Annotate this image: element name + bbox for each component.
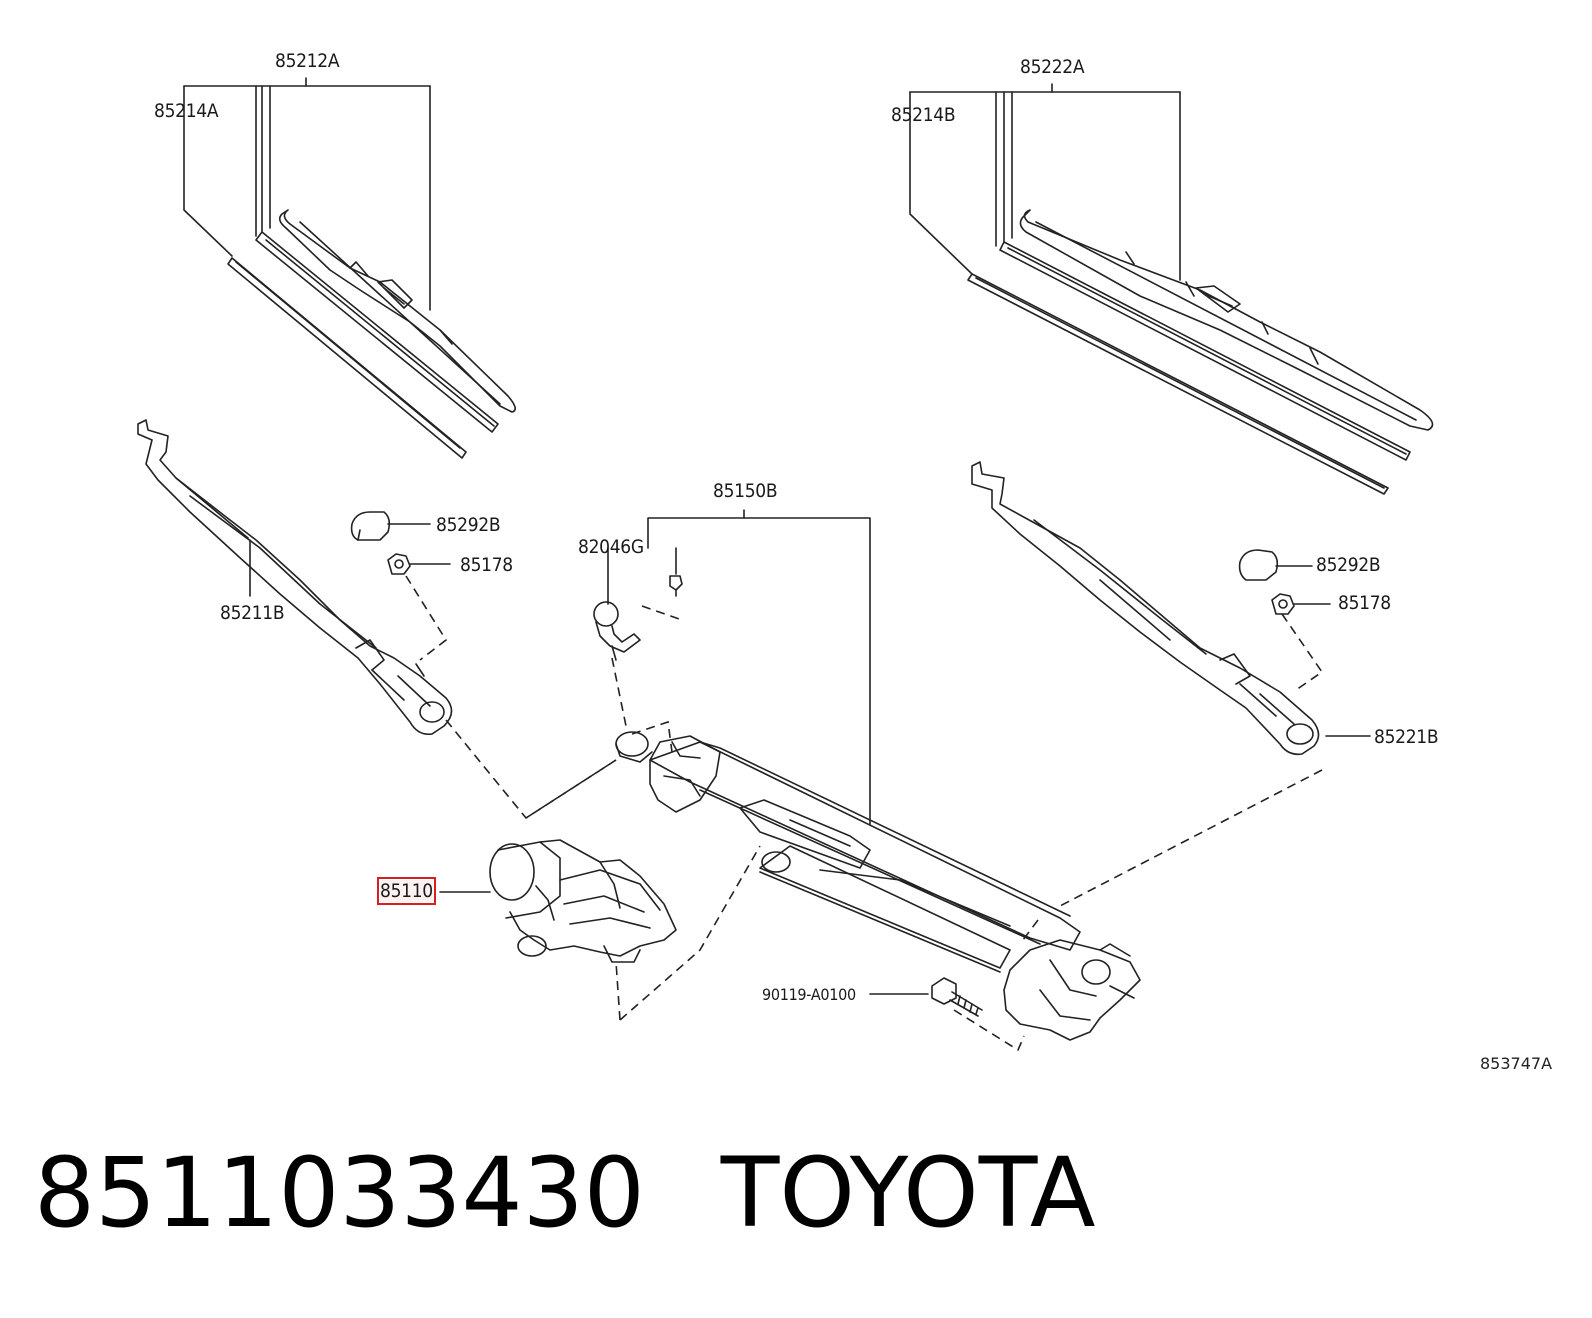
callout-85221B[interactable]: 85221B (1374, 726, 1439, 748)
left-arm-nut (387, 553, 411, 575)
wiper-motor (489, 839, 677, 963)
wiper-linkage (615, 731, 1141, 1041)
callout-85292B-left[interactable]: 85292B (436, 514, 501, 536)
callout-85211B[interactable]: 85211B (220, 602, 285, 624)
small-bolt (669, 575, 683, 597)
right-arm-cap (1238, 549, 1279, 581)
callout-85212A[interactable]: 85212A (275, 50, 340, 72)
callout-85292B-right[interactable]: 85292B (1316, 554, 1381, 576)
left-arm-cap (350, 511, 391, 541)
left-wiper-blade (183, 77, 516, 459)
callout-85214A[interactable]: 85214A (154, 100, 219, 122)
right-arm-nut (1271, 593, 1295, 615)
part-footer: 8511033430 TOYOTA (34, 1138, 1096, 1248)
callout-90119-A0100[interactable]: 90119-A0100 (762, 985, 856, 1004)
callout-85222A[interactable]: 85222A (1020, 56, 1085, 78)
brand-name: TOYOTA (720, 1137, 1096, 1249)
linkage-clip (593, 601, 641, 661)
mounting-bolt (931, 977, 983, 1017)
assembly-guide-lines (405, 575, 1324, 1052)
right-wiper-arm (971, 461, 1320, 756)
right-wiper-blade (909, 83, 1434, 495)
callout-82046G[interactable]: 82046G (578, 536, 644, 558)
part-number: 8511033430 (34, 1137, 645, 1249)
callout-85150B[interactable]: 85150B (713, 480, 778, 502)
left-wiper-arm (137, 419, 453, 736)
callout-85214B[interactable]: 85214B (891, 104, 956, 126)
drawing-id: 853747A (1480, 1054, 1553, 1073)
callout-85178-left[interactable]: 85178 (460, 554, 513, 576)
callout-85110-highlighted[interactable]: 85110 (377, 877, 436, 905)
callout-85178-right[interactable]: 85178 (1338, 592, 1391, 614)
